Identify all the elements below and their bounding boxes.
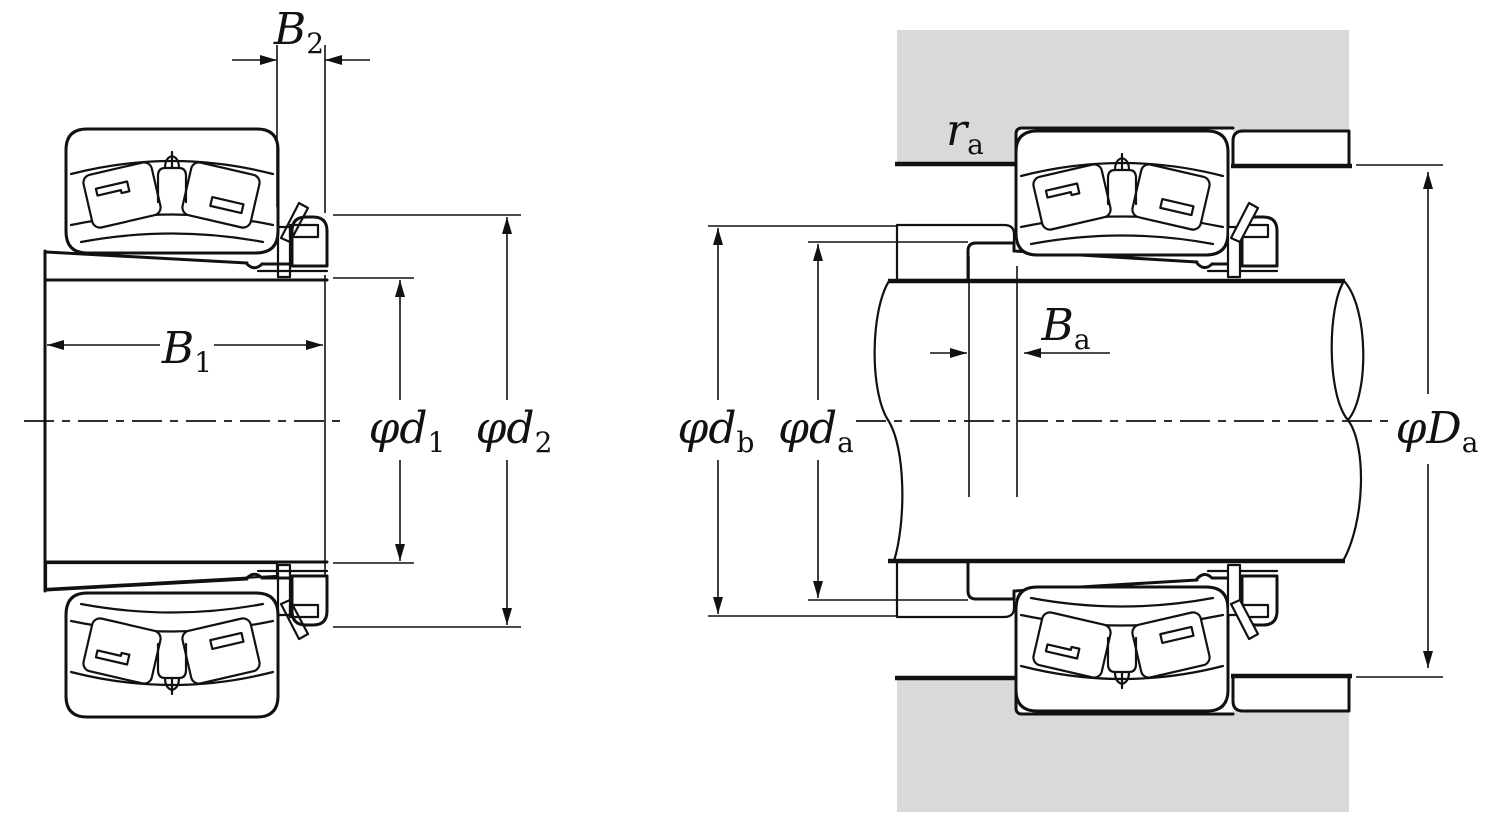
dimension-d1: φd1 — [333, 277, 446, 564]
housing-shoulder-top — [1231, 129, 1351, 168]
left-view: B2 B1 φd1 φd2 — [24, 4, 553, 719]
housing-bottom — [897, 679, 1349, 812]
label-b1: B1 — [161, 323, 212, 379]
dimension-Da: φDa — [1356, 164, 1479, 678]
housing-shoulder-bottom — [1231, 674, 1351, 713]
bearing-section-bottom — [64, 591, 280, 719]
bearing-section-top-right — [1014, 129, 1230, 257]
locknut-top-right — [1226, 201, 1279, 279]
label-ra: ra — [946, 105, 984, 161]
lock-washer-top — [276, 201, 320, 279]
label-Da: φDa — [1396, 403, 1479, 459]
dimension-ba: Ba — [930, 256, 1110, 497]
lock-washer-bottom — [276, 563, 320, 641]
label-b2: B2 — [273, 4, 324, 60]
right-view: Ba φdb φda φDa ra — [678, 30, 1479, 812]
label-d1: φd1 — [369, 403, 446, 459]
dimension-b2: B2 — [232, 4, 370, 213]
dimension-d2: φd2 — [333, 214, 553, 628]
label-d2: φd2 — [476, 403, 553, 459]
housing-top — [897, 30, 1349, 163]
shaft-break-left — [873, 279, 904, 563]
label-da: φda — [778, 403, 854, 459]
dimension-da: φda — [778, 241, 968, 601]
dimension-b1: B1 — [47, 323, 323, 379]
abutment-spacer-top — [895, 223, 1016, 282]
bearing-section-top — [64, 127, 280, 255]
label-db: φdb — [678, 403, 755, 459]
abutment-spacer-bottom — [895, 560, 1016, 619]
label-ba: Ba — [1040, 300, 1090, 356]
dimension-db: φdb — [678, 225, 897, 617]
bearing-section-bottom-right — [1014, 585, 1230, 713]
locknut-bottom-right — [1226, 563, 1279, 641]
